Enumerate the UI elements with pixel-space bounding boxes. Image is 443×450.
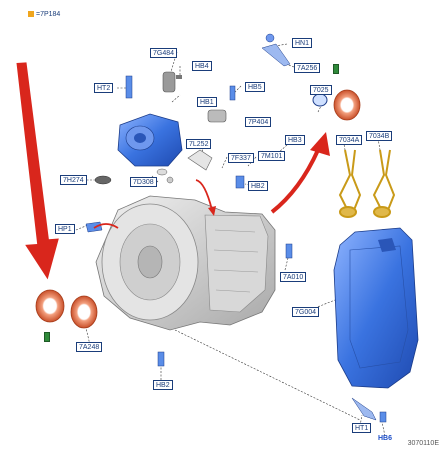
label-ht1[interactable]: HT1 [352, 423, 372, 433]
label-green-top[interactable] [333, 64, 339, 74]
label-7l252[interactable]: 7L252 [186, 139, 212, 149]
label-hb2[interactable]: HB2 [248, 181, 268, 191]
label-7034b[interactable]: 7034B [366, 131, 393, 141]
label-7d308[interactable]: 7D308 [130, 177, 157, 187]
label-7m101[interactable]: 7M101 [258, 151, 286, 161]
label-ht2[interactable]: HT2 [94, 83, 114, 93]
label-7f337[interactable]: 7F337 [228, 153, 254, 163]
seals [35, 89, 361, 329]
label-hb4[interactable]: HB4 [192, 61, 212, 71]
label-7g484[interactable]: 7G484 [150, 48, 178, 58]
label-hb2-bottom[interactable]: HB2 [153, 380, 173, 390]
label-green-bottom[interactable] [44, 332, 50, 342]
oil-pan [333, 227, 419, 389]
label-hb6[interactable]: HB6 [378, 435, 393, 442]
label-7a256[interactable]: 7A256 [294, 63, 321, 73]
transmission-housing [95, 195, 276, 331]
label-hp1[interactable]: HP1 [55, 224, 75, 234]
label-hb1[interactable]: HB1 [197, 97, 217, 107]
label-hn1[interactable]: HN1 [292, 38, 313, 48]
label-hb5[interactable]: HB5 [245, 82, 265, 92]
red-arrows [16, 62, 330, 280]
label-hb3[interactable]: HB3 [285, 135, 305, 145]
reference-number: 3070110E [407, 440, 439, 447]
label-7a010[interactable]: 7A010 [280, 272, 307, 282]
label-7g004[interactable]: 7G004 [292, 307, 320, 317]
label-7a248[interactable]: 7A248 [76, 342, 103, 352]
orange-marker-icon [28, 11, 34, 18]
label-7h274[interactable]: 7H274 [60, 175, 87, 185]
pump-module [117, 113, 183, 167]
gold-brackets [338, 149, 396, 218]
label-7025[interactable]: 7025 [310, 85, 332, 95]
label-7034a[interactable]: 7034A [336, 135, 363, 145]
label-7p404[interactable]: 7P404 [245, 117, 272, 127]
header-label: =7P184 [26, 10, 62, 20]
